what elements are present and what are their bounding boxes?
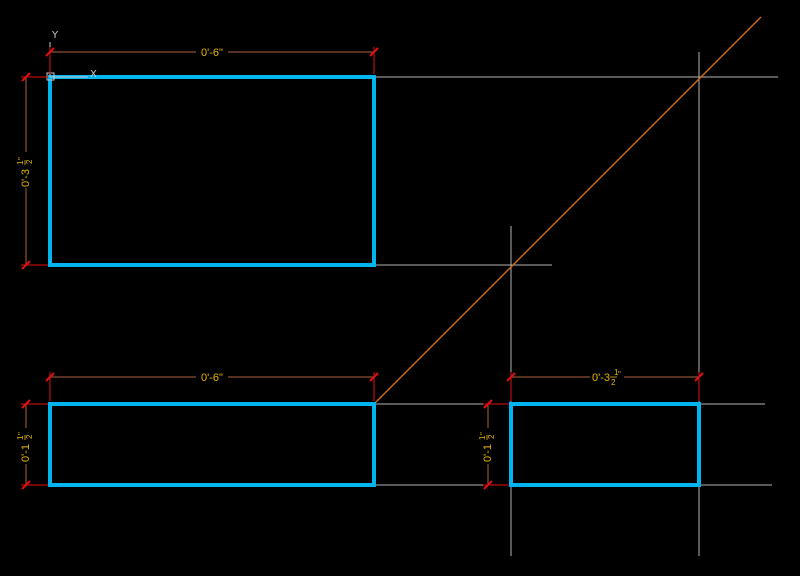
dim-side-height[interactable]: 0'-1 1 2 ": [478, 399, 509, 490]
dim-tick: [369, 372, 379, 382]
dim-tick: [506, 372, 516, 382]
dim-text-inch: ": [479, 432, 488, 435]
dim-text-numerator: 1: [16, 160, 25, 165]
dim-front-width[interactable]: 0'-6": [45, 369, 379, 401]
dim-text: 0'-1: [482, 444, 494, 462]
dim-tick: [21, 399, 31, 409]
ucs-x-label: X: [90, 69, 97, 80]
dim-text-mask: [19, 152, 33, 188]
dim-tick: [21, 260, 31, 270]
dim-text-numerator: 1: [478, 435, 487, 440]
dim-text-denominator: 2: [25, 434, 34, 439]
side-view-rectangle[interactable]: [509, 402, 701, 487]
dim-text-inch: ": [17, 157, 26, 160]
ucs-y-label: Y: [51, 30, 59, 41]
dim-text: 0'-1: [20, 444, 32, 462]
dim-text-mask: [196, 44, 228, 58]
dim-tick: [45, 47, 55, 57]
dim-text: 0'-6": [201, 372, 223, 384]
dim-tick: [21, 480, 31, 490]
dim-text-denominator: 2: [611, 378, 616, 387]
dim-text-main: 0'-1: [482, 444, 494, 462]
top-view-rectangle[interactable]: [48, 75, 376, 267]
dim-text-inch: ": [17, 432, 26, 435]
dim-text-main: 0'-3: [20, 169, 32, 187]
dim-text-inch: ": [618, 370, 621, 379]
miter-line: [373, 16, 762, 405]
dim-text-mask: [19, 428, 33, 464]
dim-tick: [21, 72, 31, 82]
dim-text: 0'-3: [20, 169, 32, 187]
dim-text-main: 0'-3: [592, 372, 610, 384]
dim-front-height[interactable]: 0'-1 1 2 ": [16, 399, 48, 490]
dim-side-width[interactable]: 0'-3 1 2 ": [506, 368, 704, 401]
dim-text-denominator: 2: [487, 434, 496, 439]
dim-text-denominator: 2: [25, 159, 34, 164]
dim-tick: [369, 47, 379, 57]
dim-text-mask: [196, 369, 228, 383]
front-view-rectangle[interactable]: [48, 402, 376, 487]
dim-top-height[interactable]: 0'-3 1 2 ": [16, 72, 48, 270]
dim-tick: [45, 372, 55, 382]
dim-text-numerator: 1: [16, 435, 25, 440]
dim-text: 0'-6": [201, 47, 223, 59]
dim-text-mask: [481, 428, 495, 464]
dim-tick: [483, 480, 493, 490]
dim-text-numerator: 1: [614, 368, 619, 377]
dim-text-main: 0'-1: [20, 444, 32, 462]
dim-text-mask: [590, 368, 624, 386]
dim-top-width[interactable]: 0'-6": [45, 44, 379, 74]
dim-tick: [483, 399, 493, 409]
dim-tick: [694, 372, 704, 382]
dim-text: 0'-3: [592, 372, 610, 384]
